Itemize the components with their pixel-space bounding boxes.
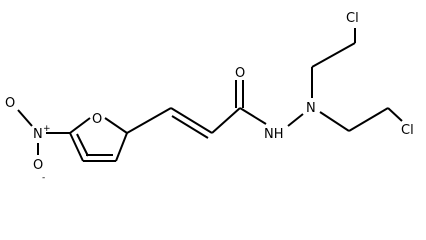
- bond-n-ch2-lower: [319, 111, 350, 132]
- furan-ring: [69, 117, 128, 162]
- bond-o-n-nitro-top: [17, 109, 33, 127]
- atom-o-furan: O: [92, 112, 102, 127]
- atom-nh: NH: [264, 127, 284, 142]
- bond-ch2-cl-right: [387, 107, 403, 122]
- nitro-group: [17, 109, 70, 155]
- bis-chloroethyl-hydrazide: [287, 28, 403, 132]
- atom-o-nitro-top: O: [5, 96, 15, 111]
- bond-c5-o-furan: [69, 117, 91, 134]
- atom-cl-top: Cl: [346, 11, 359, 26]
- bond-ch2-ch2-upper: [311, 42, 356, 68]
- charge-o-minus: -: [42, 173, 45, 182]
- bond-c4-c5-double: [76, 133, 89, 157]
- bond-ch2-ch2-lower: [348, 107, 389, 132]
- bond-o-furan-c2: [104, 117, 128, 134]
- bond-c2-vinyl: [126, 107, 172, 134]
- bond-vinyl-carbonyl: [211, 107, 241, 134]
- bond-nh-n: [287, 113, 304, 127]
- atom-o-carbonyl: O: [235, 66, 245, 81]
- atom-cl-right: Cl: [401, 123, 414, 138]
- charge-n-plus: +: [43, 124, 51, 134]
- bond-vinyl-double: [170, 107, 213, 134]
- atom-n-tertiary: N: [306, 101, 316, 116]
- bond-vinyl-double-inner: [171, 115, 209, 139]
- acrylamide-chain: [126, 80, 267, 139]
- bond-c4-c5: [69, 132, 84, 162]
- atom-n-nitro: N: [33, 127, 43, 142]
- atom-o-nitro-bottom: O: [33, 158, 43, 173]
- bond-c2-c3: [115, 132, 128, 162]
- bond-carbonyl-nh: [239, 107, 267, 125]
- chemical-structure-diagram: O N + O - O O NH N Cl Cl: [5, 11, 414, 182]
